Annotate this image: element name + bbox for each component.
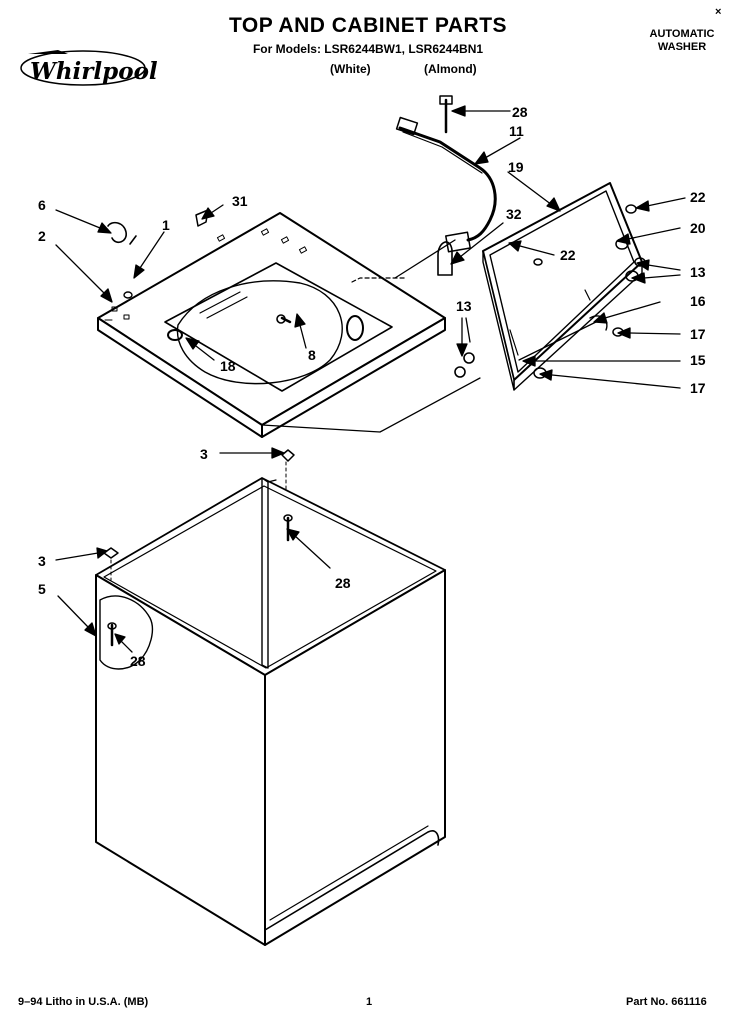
- footer-part-number: Part No. 661116: [626, 996, 707, 1008]
- callout-2: 2: [38, 228, 46, 244]
- callout-28-cabinet: 28: [335, 575, 351, 591]
- callout-20: 20: [690, 220, 706, 236]
- page-title: TOP AND CABINET PARTS: [228, 14, 508, 37]
- callout-28-top: 28: [512, 104, 528, 120]
- callout-19: 19: [508, 159, 524, 175]
- callout-11: 11: [509, 123, 524, 139]
- variant-white: (White): [330, 62, 371, 76]
- callout-5: 5: [38, 581, 46, 597]
- callout-28-front: 28: [130, 653, 146, 669]
- control-console: [482, 182, 643, 391]
- washer-top-panel: [97, 212, 446, 438]
- callout-17-upper: 17: [690, 326, 706, 342]
- close-mark[interactable]: ×: [715, 6, 722, 18]
- footer-litho: 9–94 Litho in U.S.A. (MB): [18, 996, 149, 1008]
- callout-22-inner: 22: [560, 247, 576, 263]
- callout-6: 6: [38, 197, 46, 213]
- models-line: For Models: LSR6244BW1, LSR6244BN1: [252, 42, 484, 56]
- callout-18: 18: [220, 358, 236, 374]
- callout-13-right: 13: [690, 264, 706, 280]
- callout-22-right: 22: [690, 189, 706, 205]
- callout-8: 8: [308, 347, 316, 363]
- callout-1: 1: [162, 217, 170, 233]
- callout-31: 31: [232, 193, 248, 209]
- washer-cabinet: [95, 477, 446, 946]
- callout-13-left: 13: [456, 298, 472, 314]
- callout-16: 16: [690, 293, 706, 309]
- brand-logo-text: Whirlpool: [30, 58, 158, 85]
- product-line-2: WASHER: [657, 41, 707, 53]
- product-type: AUTOMATIC WASHER: [636, 28, 728, 54]
- whirlpool-logo-icon: [20, 50, 146, 86]
- product-line-1: AUTOMATIC: [649, 28, 715, 40]
- footer-page-number: 1: [366, 996, 373, 1008]
- wire-harness: [395, 116, 497, 253]
- callout-15: 15: [690, 352, 706, 368]
- callout-3-lower: 3: [38, 553, 46, 569]
- callout-3-upper: 3: [200, 446, 208, 462]
- callout-32: 32: [506, 206, 522, 222]
- callout-17-lower: 17: [690, 380, 706, 396]
- variant-almond: (Almond): [424, 62, 477, 76]
